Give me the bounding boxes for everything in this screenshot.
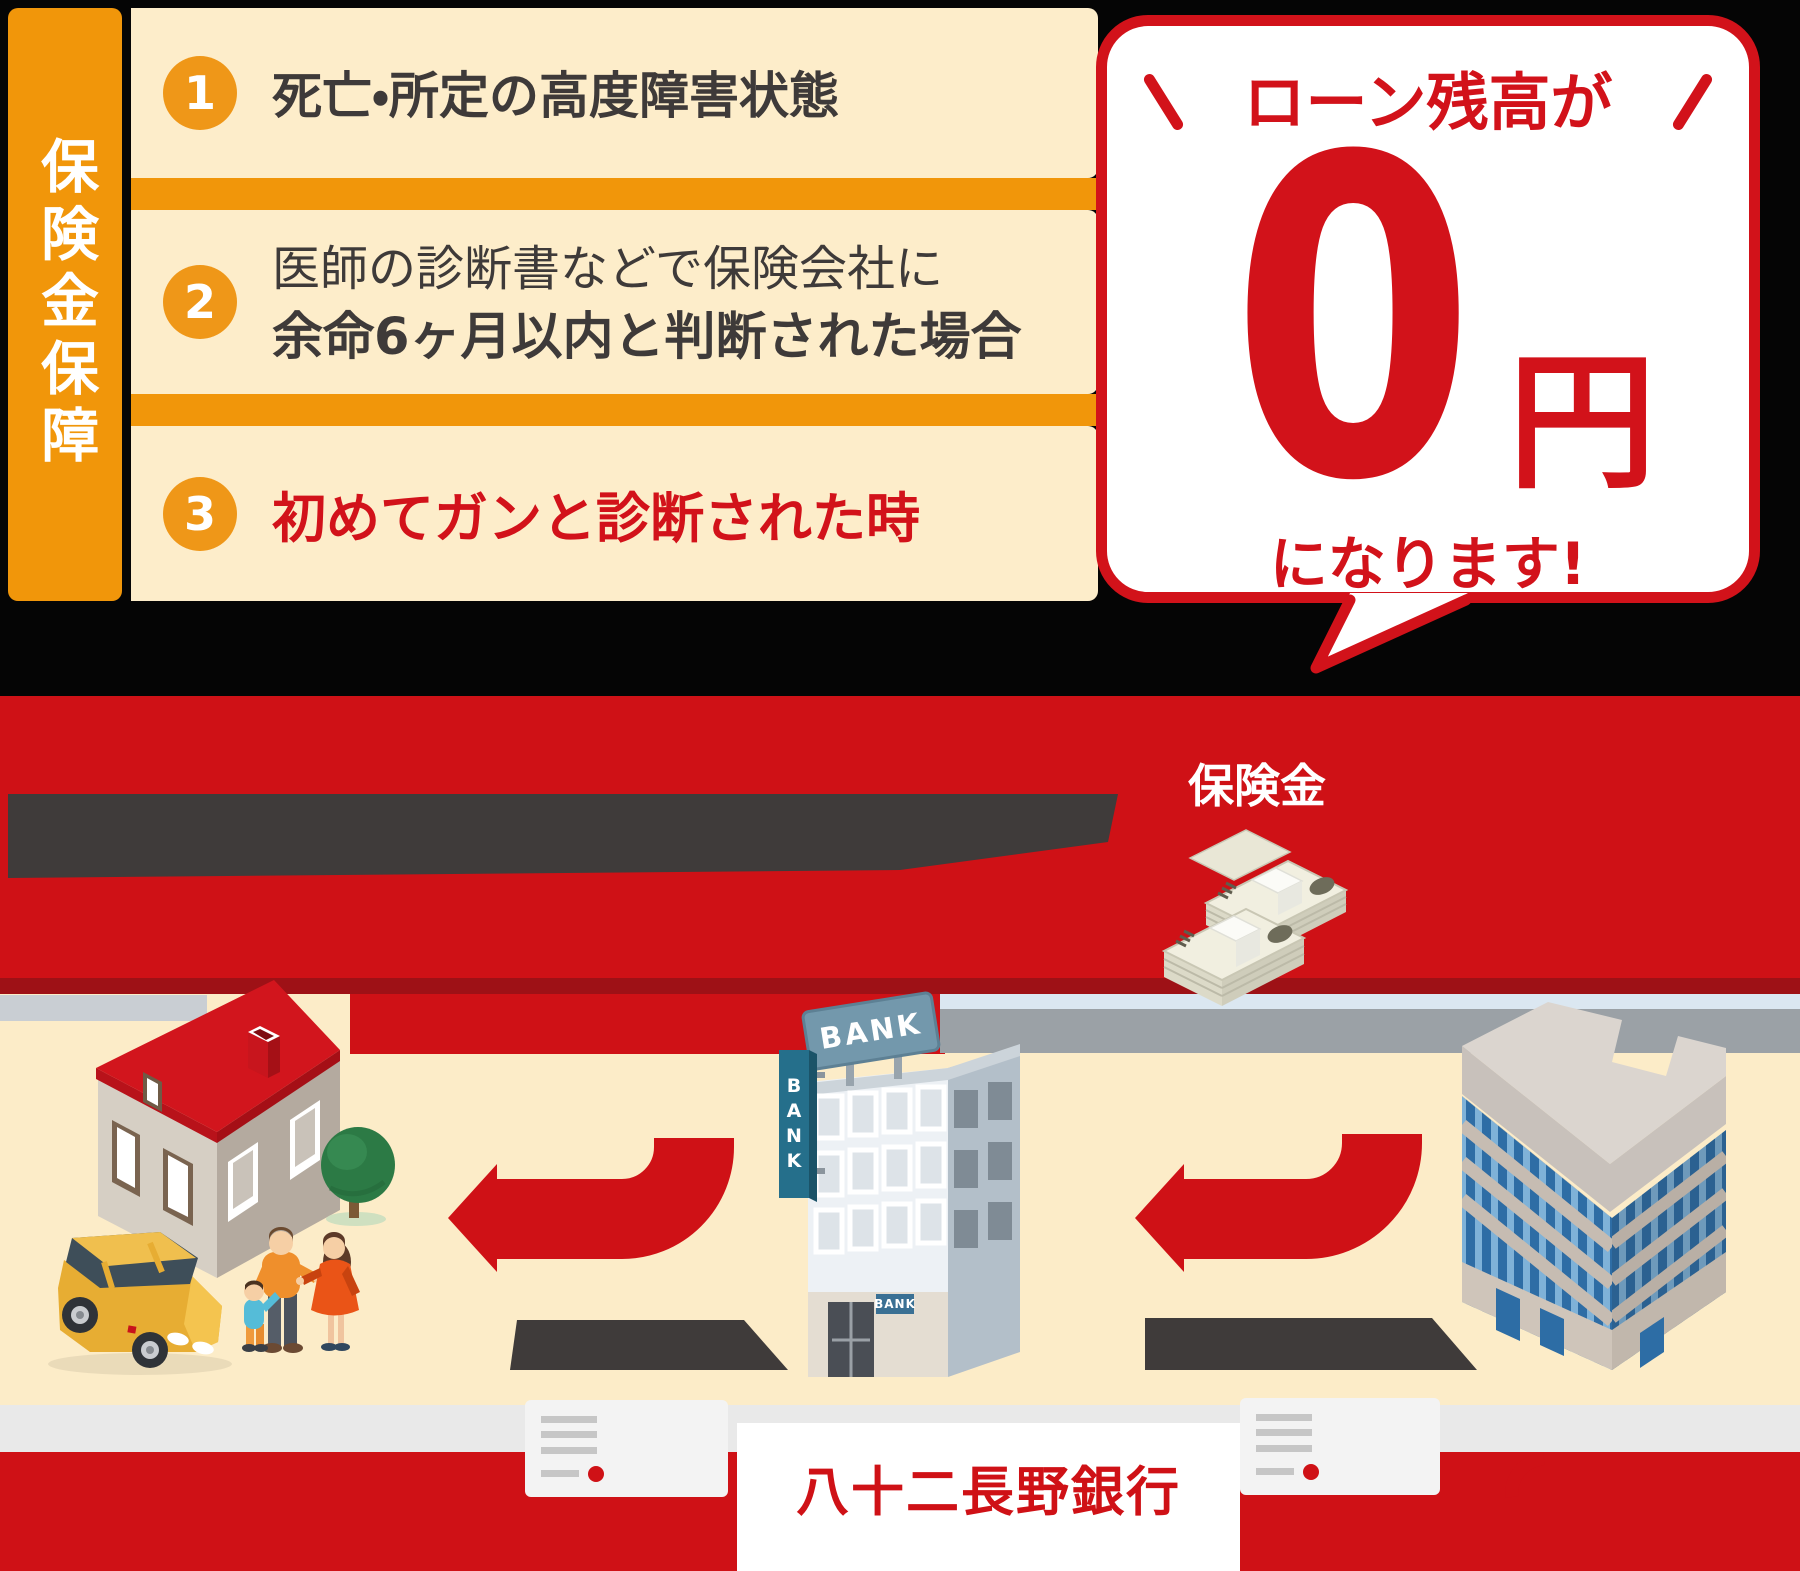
payout-label: 保険金 [1188,759,1326,813]
bubble-lead-label: ローン残高が [1243,66,1613,139]
bubble-amount-row: 0 円 [1200,65,1657,577]
divider-strip-1 [131,178,1098,210]
emphasis-slash-right-icon [1671,71,1715,133]
bank-name-box: 八十二長野銀行 [737,1423,1240,1571]
bubble-result-text: になります! [1269,530,1587,599]
benefit-item-3-box [131,426,1098,601]
item-1-number: 1 [183,66,216,120]
emphasis-slash-left-icon [1141,71,1185,133]
amount-unit-text: 円 [1508,336,1657,509]
road-right-segment [940,1009,1800,1053]
loan-balance-bubble: ローン残高が 0 円 になります! [1096,15,1760,603]
bubble-tail [1310,593,1472,674]
item-2-text: 医師の診断書などで保険会社に 余命6ヶ月以内と判断された場合 [272,240,1022,369]
amount-zero-text: 0 [1230,65,1476,577]
red-band-shadow-edge [0,978,1800,994]
road-right-curb [940,994,1800,1009]
bank-name-label: 八十二長野銀行 [796,1462,1181,1523]
divider-strip-2 [131,394,1098,426]
item-3-text: 初めてガンと診断された時 [272,487,920,550]
item-2-number: 2 [183,275,216,329]
coverage-title-label: 保険金保障 [31,136,99,473]
coverage-title-bar: 保険金保障 [8,8,122,601]
item-1-text: 死亡・所定の高度障害状態 [272,67,839,125]
road-left-segment [0,995,207,1021]
bank-door-sign-label: BANK [874,1297,916,1311]
item-2-number-badge: 2 [163,265,237,339]
item-2-line-2: 余命6ヶ月以内と判断された場合 [272,307,1022,367]
benefit-item-2-box [131,210,1098,394]
ground-area [0,994,1800,1452]
item-1-number-badge: 1 [163,56,237,130]
item-3-number: 3 [183,487,216,541]
bank-side-sign-label: BANK [783,1075,805,1175]
item-3-number-badge: 3 [163,477,237,551]
benefit-item-1-box [131,8,1098,178]
bubble-lead-text: ローン残高が [1141,72,1715,134]
item-2-line-1: 医師の診断書などで保険会社に [272,241,944,297]
red-flow-band [0,696,1800,978]
